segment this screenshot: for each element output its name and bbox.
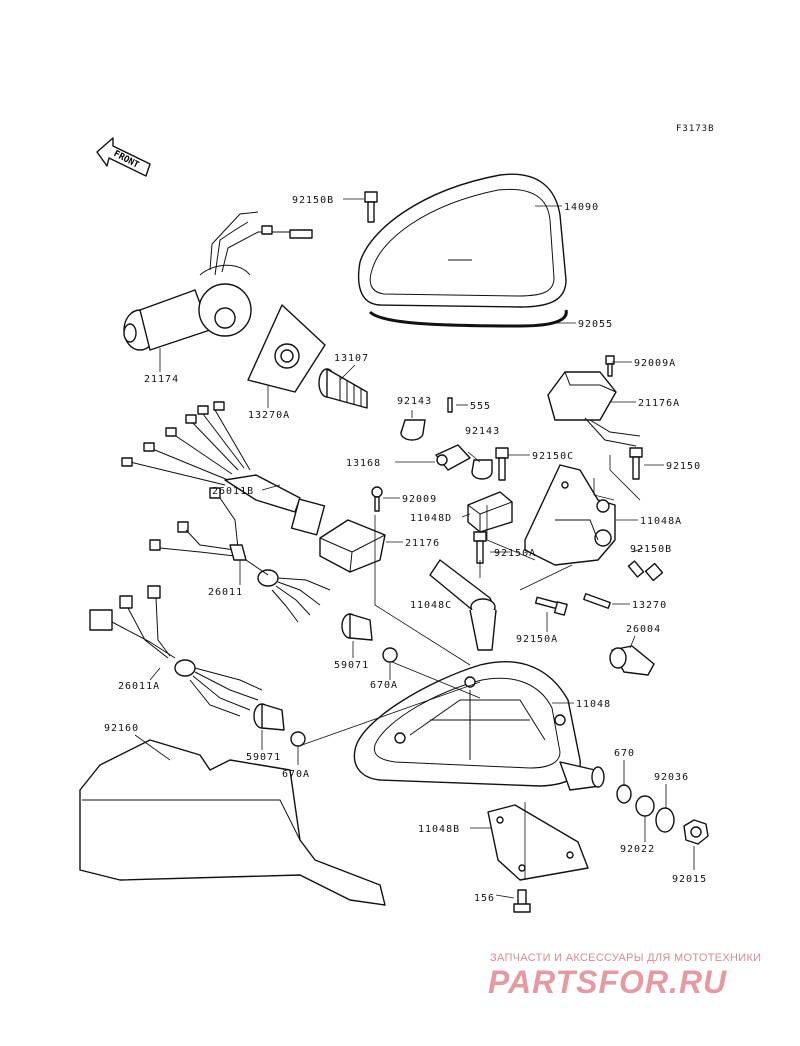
callout-92055: 92055 xyxy=(578,319,613,330)
pin-555 xyxy=(447,397,453,413)
bolt-92150 xyxy=(629,447,643,480)
callout-555: 555 xyxy=(470,401,491,412)
callout-14090: 14090 xyxy=(564,202,599,213)
cover-14090 xyxy=(357,173,568,328)
callout-13270: 13270 xyxy=(632,600,667,611)
callout-92150b-lower: 92150B xyxy=(630,544,672,555)
harness-26011b xyxy=(121,401,326,536)
figure-code: F3173B xyxy=(676,124,715,134)
callout-670: 670 xyxy=(614,748,635,759)
callout-156: 156 xyxy=(474,893,495,904)
nut-92015 xyxy=(683,819,709,845)
screw-92009 xyxy=(371,486,383,512)
watermark-brand: PARTSFOR.RU xyxy=(488,964,728,1000)
lever-11048c xyxy=(429,559,497,651)
callout-92036: 92036 xyxy=(654,772,689,783)
callout-labels: 92150B 14090 92055 21174 13107 13270A 92… xyxy=(104,195,707,904)
callout-92022: 92022 xyxy=(620,844,655,855)
callout-13270a: 13270A xyxy=(248,410,290,421)
callout-11048d: 11048D xyxy=(410,513,452,524)
bolt-92150a-upper xyxy=(473,531,487,564)
callout-670a-upper: 670A xyxy=(370,680,398,691)
callout-92015: 92015 xyxy=(672,874,707,885)
callout-92009: 92009 xyxy=(402,494,437,505)
callout-92143-lower: 92143 xyxy=(465,426,500,437)
fitting-59071-lower xyxy=(253,703,306,747)
leader-lines xyxy=(134,198,695,899)
key-13270 xyxy=(583,593,611,609)
watermark-tagline: ЗАПЧАСТИ И АКСЕССУАРЫ ДЛЯ МОТОТЕХНИКИ xyxy=(490,952,762,964)
callout-26011: 26011 xyxy=(208,587,243,598)
bracket-11048b xyxy=(487,804,589,881)
callout-92150b: 92150B xyxy=(292,195,334,206)
collar-92036 xyxy=(655,807,675,833)
washer-92022 xyxy=(635,795,655,817)
callout-13107: 13107 xyxy=(334,353,369,364)
relay-21176 xyxy=(319,519,386,573)
callout-21174: 21174 xyxy=(144,374,179,385)
plug-26004 xyxy=(609,645,655,676)
bolt-92150b-top xyxy=(364,191,378,223)
callout-670a-lower: 670A xyxy=(282,769,310,780)
callout-26011b: 26011B xyxy=(212,486,254,497)
callout-11048a: 11048A xyxy=(640,516,682,527)
callout-21176a: 21176A xyxy=(638,398,680,409)
callout-92143-upper: 92143 xyxy=(397,396,432,407)
callout-21176: 21176 xyxy=(405,538,440,549)
plate-13270a xyxy=(247,304,326,393)
relay-21176a xyxy=(547,355,641,447)
oring-670 xyxy=(616,784,632,804)
callout-26011a: 26011A xyxy=(118,681,160,692)
shaft-13107 xyxy=(318,368,368,409)
callout-13168: 13168 xyxy=(346,458,381,469)
block-11048d xyxy=(467,491,513,533)
callout-59071-lower: 59071 xyxy=(246,752,281,763)
bracket-11048a xyxy=(524,464,616,566)
callout-92150a-upper: 92150A xyxy=(494,548,536,559)
callout-92009a: 92009A xyxy=(634,358,676,369)
harness-26011a xyxy=(89,585,263,717)
fitting-59071-upper xyxy=(341,613,398,663)
callout-92150c: 92150C xyxy=(532,451,574,462)
callout-11048: 11048 xyxy=(576,699,611,710)
callout-92150a-lower: 92150A xyxy=(516,634,558,645)
bolt-156 xyxy=(513,889,531,913)
link-13168 xyxy=(435,444,471,471)
bolt-92150c xyxy=(495,447,509,481)
motor-21174 xyxy=(123,211,313,351)
callout-11048b: 11048B xyxy=(418,824,460,835)
callout-92150: 92150 xyxy=(666,461,701,472)
callout-59071-upper: 59071 xyxy=(334,660,369,671)
callout-26004: 26004 xyxy=(626,624,661,635)
cover-92160 xyxy=(79,739,386,906)
callout-11048c: 11048C xyxy=(410,600,452,611)
bushing-92143-lower xyxy=(471,459,493,480)
harness-26011 xyxy=(149,487,331,623)
bolt-92150b-lower xyxy=(627,560,664,582)
front-arrow-icon: FRONT xyxy=(96,137,151,177)
callout-92160: 92160 xyxy=(104,723,139,734)
bolt-92150a-lower xyxy=(534,596,568,616)
bushing-92143-upper xyxy=(400,419,426,441)
